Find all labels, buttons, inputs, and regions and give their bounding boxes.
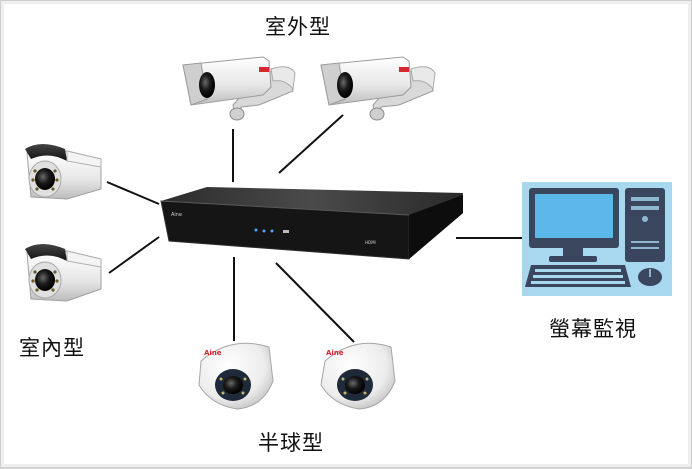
indoor-camera-top [25, 144, 102, 200]
outdoor-camera-left [182, 56, 296, 121]
line-indoor-top [106, 181, 160, 205]
outdoor-camera-right [320, 56, 436, 121]
dome-left-brand: Aine [204, 349, 222, 357]
label-indoor-camera: 室內型 [19, 336, 85, 360]
dome-camera-left [198, 342, 274, 410]
line-outdoor-right [278, 114, 344, 174]
dome-right-brand: Aine [326, 349, 344, 357]
desktop-computer-icon [522, 182, 672, 296]
connection-lines [106, 114, 522, 343]
line-dome-right [275, 262, 355, 343]
dvr-hdmi-text: HDMI [365, 240, 376, 245]
label-dome-camera: 半球型 [258, 431, 324, 455]
label-monitor: 螢幕監視 [549, 317, 637, 341]
dome-camera-right [320, 342, 396, 410]
dvr-brand-text: Aine [171, 212, 182, 218]
indoor-camera-bottom [25, 244, 102, 302]
line-indoor-bottom [108, 236, 160, 274]
dvr-recorder [160, 187, 463, 260]
label-outdoor-camera: 室外型 [265, 15, 331, 39]
